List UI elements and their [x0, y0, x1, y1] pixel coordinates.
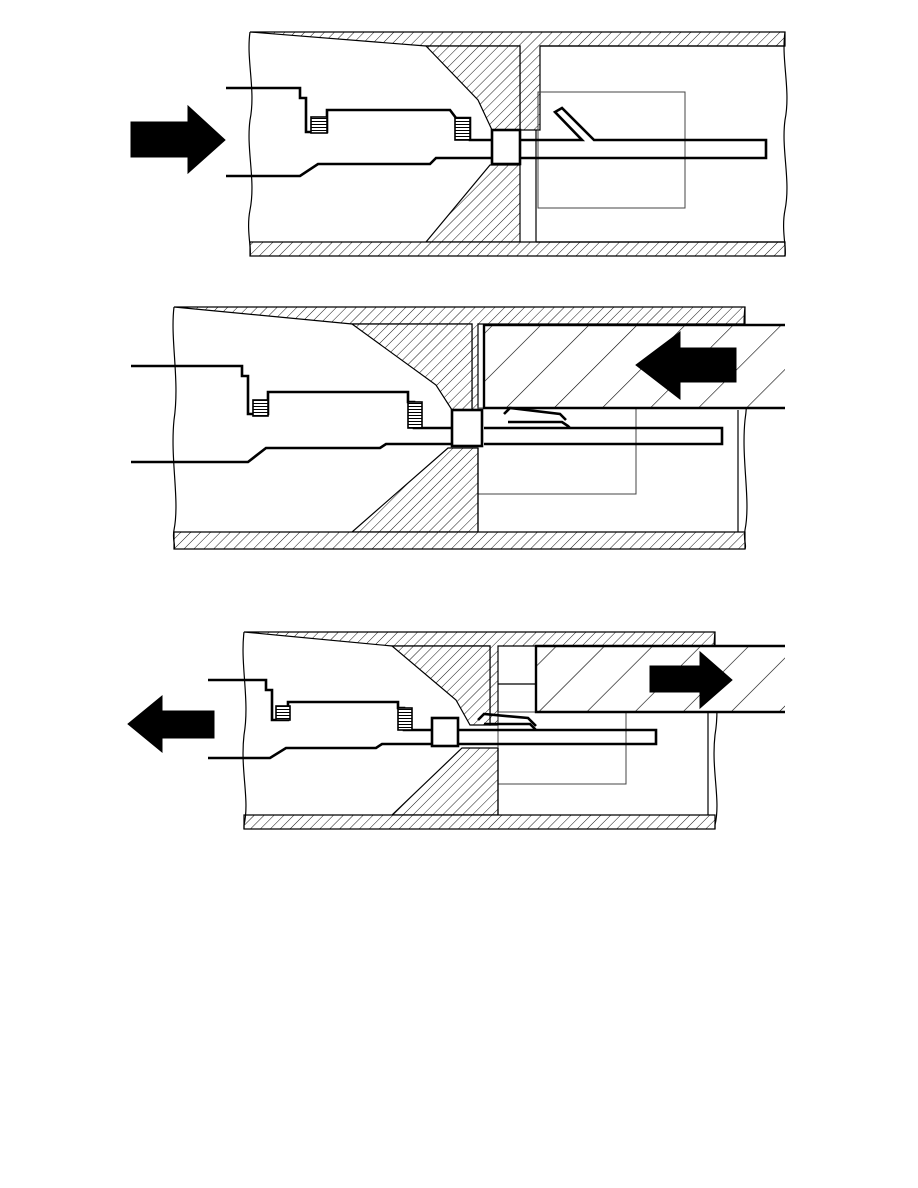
right-pointing-arrow-icon — [649, 650, 733, 710]
housing-bottom-wall — [173, 531, 746, 550]
housing-cavity-outline — [477, 410, 739, 532]
housing-right-break — [782, 31, 788, 257]
housing-upper-wedge — [424, 45, 521, 131]
crimp-ribs-a — [275, 705, 291, 721]
left-pointing-arrow-icon — [635, 331, 737, 401]
housing-left-break — [247, 31, 253, 257]
panel-1-insert-contact — [130, 31, 788, 257]
contact-shoulder — [430, 716, 460, 748]
panel-2-insert-release-tool — [131, 306, 785, 550]
contact-shoulder — [450, 408, 484, 448]
housing-left-break — [242, 631, 247, 829]
panel-3-remove-contact — [127, 631, 785, 830]
crimp-ribs-a — [310, 116, 328, 134]
locking-window — [537, 91, 686, 209]
housing-cavity-outline — [535, 45, 785, 243]
housing-upper-wedge — [390, 645, 491, 726]
housing-bottom-wall — [243, 814, 716, 830]
contact-shoulder — [490, 128, 522, 166]
housing-cavity-outline — [497, 683, 709, 815]
housing-lower-wedge — [424, 164, 521, 243]
housing-left-break — [172, 306, 177, 550]
housing-bottom-wall — [249, 241, 786, 257]
housing-lower-wedge — [350, 447, 479, 533]
crimp-ribs-b — [397, 707, 413, 731]
release-tool — [482, 323, 785, 410]
right-pointing-arrow-icon — [130, 104, 226, 175]
crimp-ribs-b — [454, 117, 471, 141]
housing-upper-wedge — [350, 323, 473, 411]
crimp-ribs-a — [252, 399, 269, 417]
left-pointing-arrow-icon — [127, 694, 215, 754]
crimp-ribs-b — [407, 401, 423, 429]
housing-lower-wedge — [390, 747, 499, 816]
